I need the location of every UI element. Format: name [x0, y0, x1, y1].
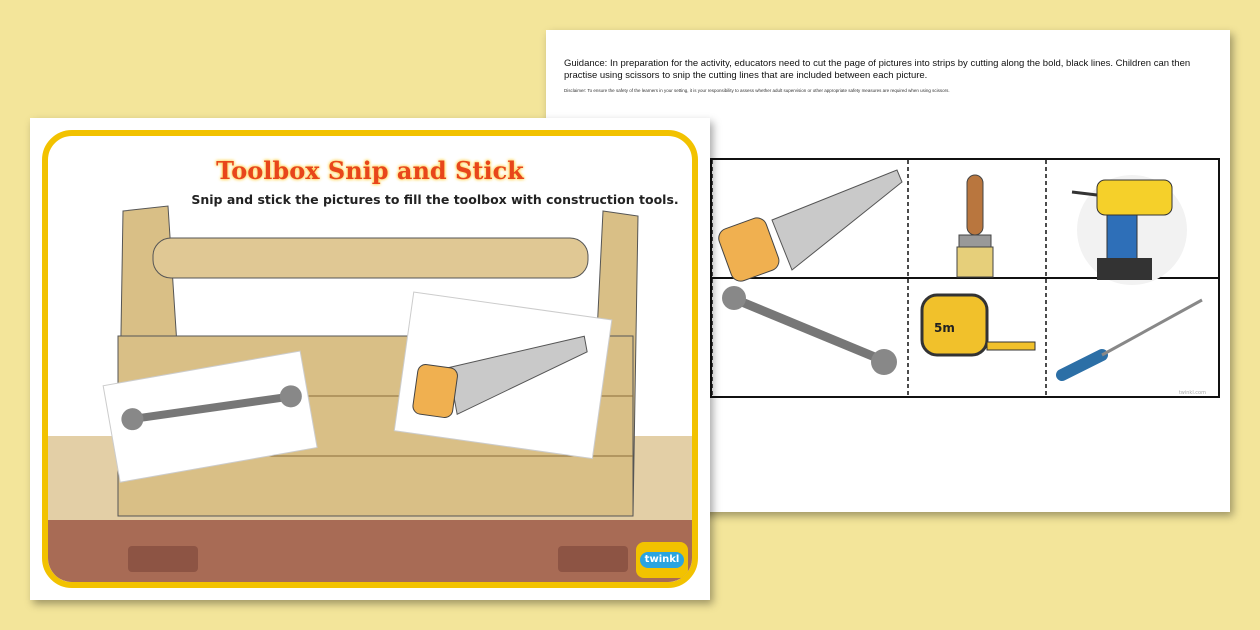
paintbrush-icon — [956, 174, 994, 278]
guidance-text: Guidance: In preparation for the activit… — [564, 58, 1191, 81]
disclaimer-text: Disclaimer: To ensure the safety of the … — [564, 88, 950, 93]
tape-measure-icon: 5m — [920, 293, 1036, 357]
twinkl-logo: twinkl — [636, 542, 688, 578]
activity-frame: Toolbox Snip and Stick Snip and stick th… — [42, 130, 698, 588]
picture-grid: 5m — [710, 158, 1220, 398]
activity-sheet: Toolbox Snip and Stick Snip and stick th… — [30, 118, 710, 600]
saw-icon — [718, 169, 903, 282]
spanner-card — [102, 350, 318, 483]
saw-card — [393, 291, 613, 460]
sheet-title: Toolbox Snip and Stick — [216, 156, 524, 185]
spanner-icon — [722, 286, 897, 375]
svg-text:5m: 5m — [934, 321, 955, 335]
screwdriver-icon — [1056, 298, 1203, 381]
drill-icon — [1071, 175, 1187, 285]
footer-url: twinkl.com — [1178, 390, 1206, 396]
instruction-text: Snip and stick the pictures to fill the … — [191, 192, 679, 207]
